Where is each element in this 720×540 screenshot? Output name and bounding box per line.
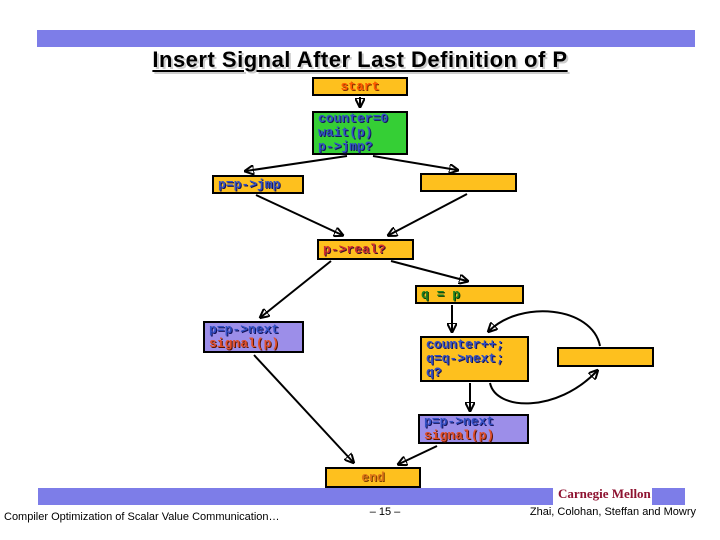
node-label: p=p->next: [424, 414, 495, 429]
node-label: counter++;: [426, 337, 505, 352]
footer-left: Compiler Optimization of Scalar Value Co…: [4, 511, 280, 523]
node-label: q=q->next;: [426, 351, 505, 366]
flow-node-init: counter=0 wait(p) p->jmp?: [312, 111, 408, 155]
edge-real-qassign: [390, 260, 467, 281]
brand-bar-segment: [652, 488, 685, 505]
flow-node-blank-2: [557, 347, 654, 367]
bottom-accent-bar: [38, 488, 553, 505]
edge-blank1-real: [389, 193, 468, 235]
node-label: p=p->jmp: [218, 176, 281, 192]
edge-real-next1: [261, 260, 332, 317]
node-label: p->jmp?: [318, 139, 373, 154]
node-label: counter=0: [318, 111, 389, 126]
flow-node-next-signal-1: p=p->next signal(p): [203, 321, 304, 353]
edge-init-blank1: [372, 155, 457, 170]
slide-title: Insert Signal After Last Definition of P: [152, 47, 568, 72]
node-label: p=p->next: [209, 322, 280, 337]
edge-init-jmp: [246, 155, 348, 171]
flow-node-blank-1: [420, 173, 517, 192]
edge-next1-end: [253, 354, 353, 462]
node-label: q = p: [421, 286, 461, 302]
node-label: signal(p): [209, 336, 280, 351]
node-label: start: [340, 78, 380, 94]
node-label: signal(p): [424, 428, 495, 443]
node-label: wait(p): [318, 125, 373, 140]
node-label: end: [361, 469, 385, 485]
edge-next2-end: [399, 445, 438, 464]
brand-carnegie-mellon: Carnegie Mellon: [558, 486, 651, 501]
flow-node-real: p->real?: [317, 239, 414, 260]
edge-jmp-real: [255, 194, 342, 235]
footer-authors: Zhai, Colohan, Steffan and Mowry: [529, 506, 696, 518]
node-label: p->real?: [323, 241, 386, 257]
flow-node-counter-loop: counter++; q=q->next; q?: [420, 336, 529, 382]
top-accent-bar: [37, 30, 695, 47]
flow-node-q-assign: q = p: [415, 285, 524, 304]
node-label: q?: [426, 365, 442, 380]
flow-node-next-signal-2: p=p->next signal(p): [418, 414, 529, 444]
flow-node-jmp: p=p->jmp: [212, 175, 304, 194]
footer-page-number: – 15 –: [369, 506, 401, 518]
flow-node-end: end: [325, 467, 421, 488]
flow-node-start: start: [312, 77, 408, 96]
